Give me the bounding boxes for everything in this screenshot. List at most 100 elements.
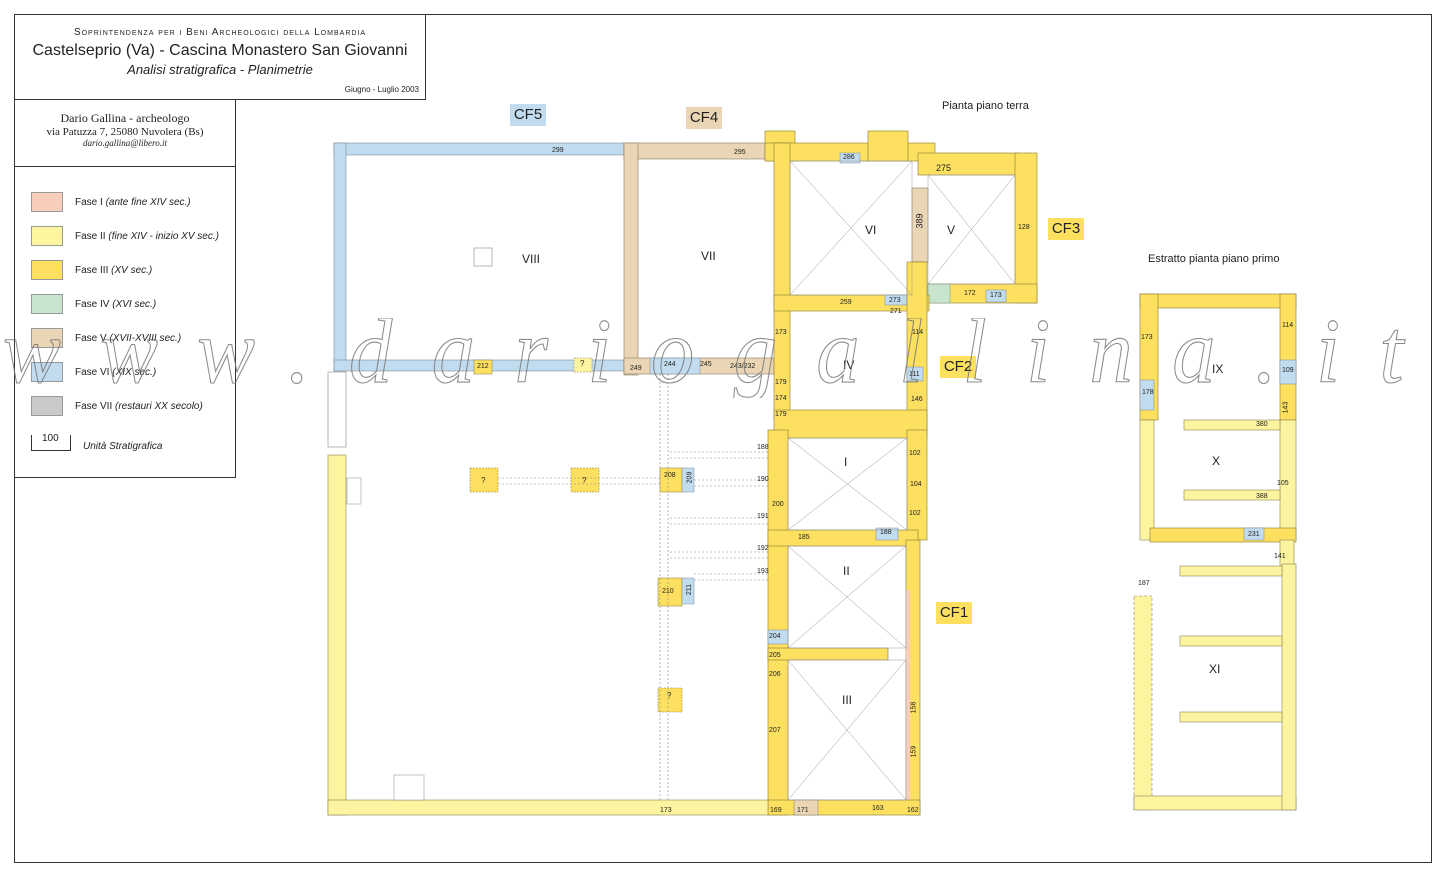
legend-period: (XIX sec.) (112, 366, 157, 378)
room-vii-walls (623, 142, 775, 376)
us-label: 104 (910, 481, 922, 488)
legend-label: Fase VII (restauri XX secolo) (75, 401, 203, 412)
legend-period: (XVII-XVIII sec.) (109, 332, 182, 344)
scale-label: Unità Stratigrafica (83, 441, 163, 452)
unknown-marker: ? (582, 476, 587, 485)
scale-bar: 100 (31, 433, 71, 451)
us-label: 207 (769, 727, 781, 734)
us-label: 249 (630, 365, 642, 372)
title-block: Soprintendenza per i Beni Archeologici d… (14, 14, 426, 100)
us-label: 105 (1277, 480, 1289, 487)
room-label-iii: III (842, 693, 853, 707)
unknown-marker: ? (481, 476, 486, 485)
us-label: 388 (1256, 493, 1268, 500)
room-label-iv: IV (843, 358, 855, 372)
vault-lines (787, 160, 1016, 801)
us-label: 204 (769, 633, 781, 640)
us-label: 128 (1018, 224, 1030, 231)
us-label: 178 (1142, 389, 1154, 396)
us-label: 209 (686, 471, 694, 484)
legend-item: Fase I (ante fine XIV sec.) (31, 191, 191, 213)
us-label: 179 (775, 379, 787, 386)
first-floor-walls (1133, 293, 1297, 811)
us-label: 102 (909, 450, 921, 457)
us-label: 159 (910, 745, 918, 758)
us-label: 173 (1141, 334, 1153, 341)
us-label: 169 (770, 807, 782, 814)
author-block: Dario Gallina - archeologo via Patuzza 7… (14, 99, 236, 167)
us-label: 102 (909, 510, 921, 517)
legend-label: Fase III (XV sec.) (75, 265, 152, 276)
us-label: 171 (797, 807, 809, 814)
us-label: 191 (757, 513, 769, 520)
legend-label: Fase V (XVII-XVIII sec.) (75, 333, 181, 344)
us-label: 179 (775, 411, 787, 418)
us-label: 192 (757, 545, 769, 552)
us-label: 208 (664, 472, 676, 479)
us-label: 245 (700, 361, 712, 368)
us-label: 389 (914, 213, 925, 229)
ground-floor-title: Pianta piano terra (942, 100, 1029, 112)
legend-swatch (31, 192, 63, 212)
legend-swatch (31, 328, 63, 348)
room-label-viii: VIII (522, 252, 541, 266)
us-label: 200 (772, 501, 784, 508)
legend-phase: Fase I (75, 196, 106, 208)
legend-swatch (31, 396, 63, 416)
courtyard-walls (327, 357, 769, 816)
us-label: 158 (910, 701, 918, 714)
legend-item: Fase IV (XVI sec.) (31, 293, 156, 315)
legend-label: Fase I (ante fine XIV sec.) (75, 197, 191, 208)
room-label-ix: IX (1212, 362, 1224, 376)
us-label: 243/232 (730, 363, 756, 370)
legend-item: Fase II (fine XIV - inizio XV sec.) (31, 225, 219, 247)
us-label: 146 (911, 396, 923, 403)
us-label: 210 (662, 588, 674, 595)
us-label: 162 (907, 807, 919, 814)
institution-name: Soprintendenza per i Beni Archeologici d… (73, 27, 367, 38)
us-label: 188 (880, 529, 892, 536)
legend-swatch (31, 260, 63, 280)
room-label-x: X (1212, 454, 1221, 468)
us-label: 273 (889, 297, 901, 304)
legend-item: Fase III (XV sec.) (31, 259, 152, 281)
us-label: 174 (775, 395, 787, 402)
room-viii-walls (333, 142, 625, 372)
author-name: Dario Gallina - archeologo (60, 111, 190, 125)
us-label: 206 (769, 671, 781, 678)
legend-period: (XVI sec.) (112, 298, 157, 310)
legend-item: Fase VI (XIX sec.) (31, 361, 156, 383)
legend-label: Fase IV (XVI sec.) (75, 299, 156, 310)
site-name: Castelseprio (Va) - Cascina Monastero Sa… (32, 42, 408, 59)
front-label-cf2: CF2 (940, 356, 976, 378)
east-block-walls (764, 130, 1038, 816)
author-email: dario.gallina@libero.it (83, 138, 167, 148)
legend-label: Fase VI (XIX sec.) (75, 367, 156, 378)
us-label: 205 (769, 652, 781, 659)
unknown-marker: ? (580, 359, 585, 368)
us-label: 231 (1248, 531, 1260, 538)
room-label-i: I (844, 455, 848, 469)
legend-period: (ante fine XIV sec.) (105, 196, 191, 208)
room-label-ii: II (843, 564, 850, 578)
us-label: 275 (936, 163, 952, 173)
us-label: 299 (552, 147, 564, 154)
survey-date: Giugno - Luglio 2003 (344, 85, 419, 94)
us-label: 163 (872, 805, 884, 812)
legend-phase: Fase IV (75, 298, 113, 310)
front-label-cf3: CF3 (1048, 218, 1084, 240)
us-label: 114 (1282, 322, 1294, 329)
us-label: 172 (964, 290, 976, 297)
us-label: 188 (757, 444, 769, 451)
legend-phase: Fase V (75, 332, 110, 344)
us-label: 259 (840, 299, 852, 306)
legend-phase: Fase VI (75, 366, 113, 378)
room-label-v: V (947, 223, 956, 237)
legend-item: Fase VII (restauri XX secolo) (31, 395, 203, 417)
us-label: 173 (990, 292, 1002, 299)
legend-swatch (31, 294, 63, 314)
us-label: 141 (1274, 553, 1286, 560)
legend-period: (restauri XX secolo) (115, 400, 203, 412)
front-label-cf1: CF1 (936, 602, 972, 624)
